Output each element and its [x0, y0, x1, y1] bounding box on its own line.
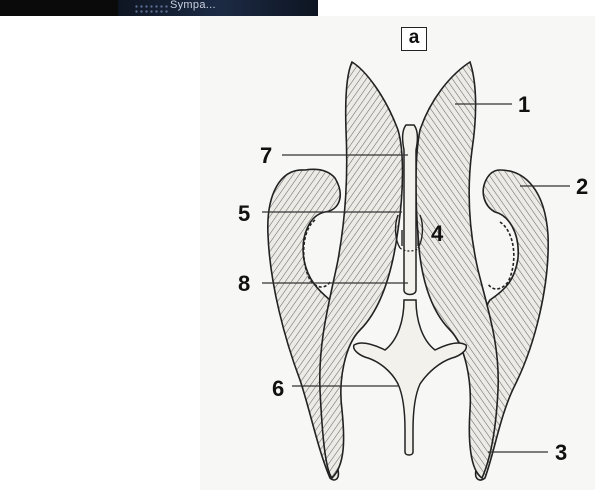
left-central-wing [320, 62, 403, 478]
callout-5: 5 [238, 203, 250, 225]
callout-3: 3 [555, 442, 567, 464]
central-stem [403, 125, 418, 295]
callout-2: 2 [576, 176, 588, 198]
callout-7: 7 [260, 145, 272, 167]
callout-8: 8 [238, 273, 250, 295]
right-central-wing [416, 62, 498, 478]
callout-4: 4 [431, 223, 443, 245]
callout-6: 6 [272, 378, 284, 400]
callout-1: 1 [518, 94, 530, 116]
panel-label: a [401, 27, 427, 51]
